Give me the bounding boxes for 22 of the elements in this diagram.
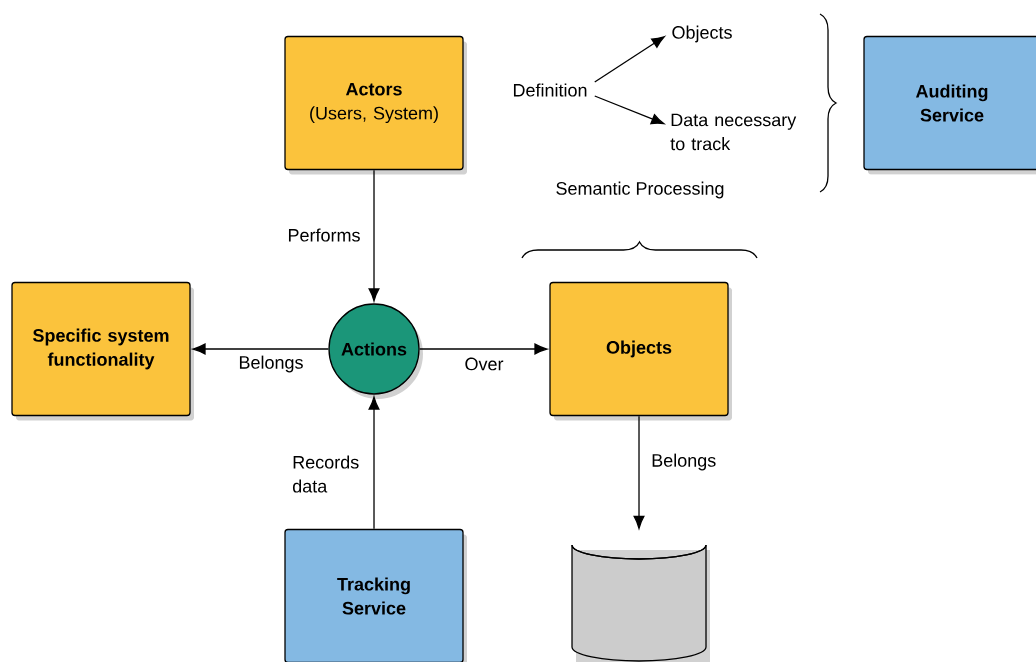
text-label: Data necessary to track	[670, 113, 797, 151]
text-label: Definition	[513, 83, 587, 97]
edge-label: Belongs	[236, 353, 306, 375]
arrow	[594, 95, 665, 125]
process-box: Auditing Service	[863, 35, 1036, 175]
edge-label: Records data	[290, 453, 367, 495]
arrow	[594, 36, 665, 83]
process-box: Objects	[549, 281, 732, 421]
process-box: Actors (Users, System)	[284, 35, 467, 175]
process-box: Tracking Service	[284, 528, 467, 662]
edge-label: Over	[462, 355, 506, 373]
text-label: Objects	[672, 25, 732, 43]
database-cylinder	[571, 544, 710, 662]
arrow	[633, 415, 645, 529]
arrow	[368, 396, 380, 530]
edge-label: Belongs	[649, 451, 726, 473]
process-box: Specific system functionality	[11, 281, 194, 421]
arrow	[192, 343, 329, 355]
edge-label: Performs	[285, 226, 363, 244]
arrow	[368, 169, 380, 302]
arrow	[419, 343, 548, 355]
section-label: Semantic Processing	[556, 181, 724, 199]
